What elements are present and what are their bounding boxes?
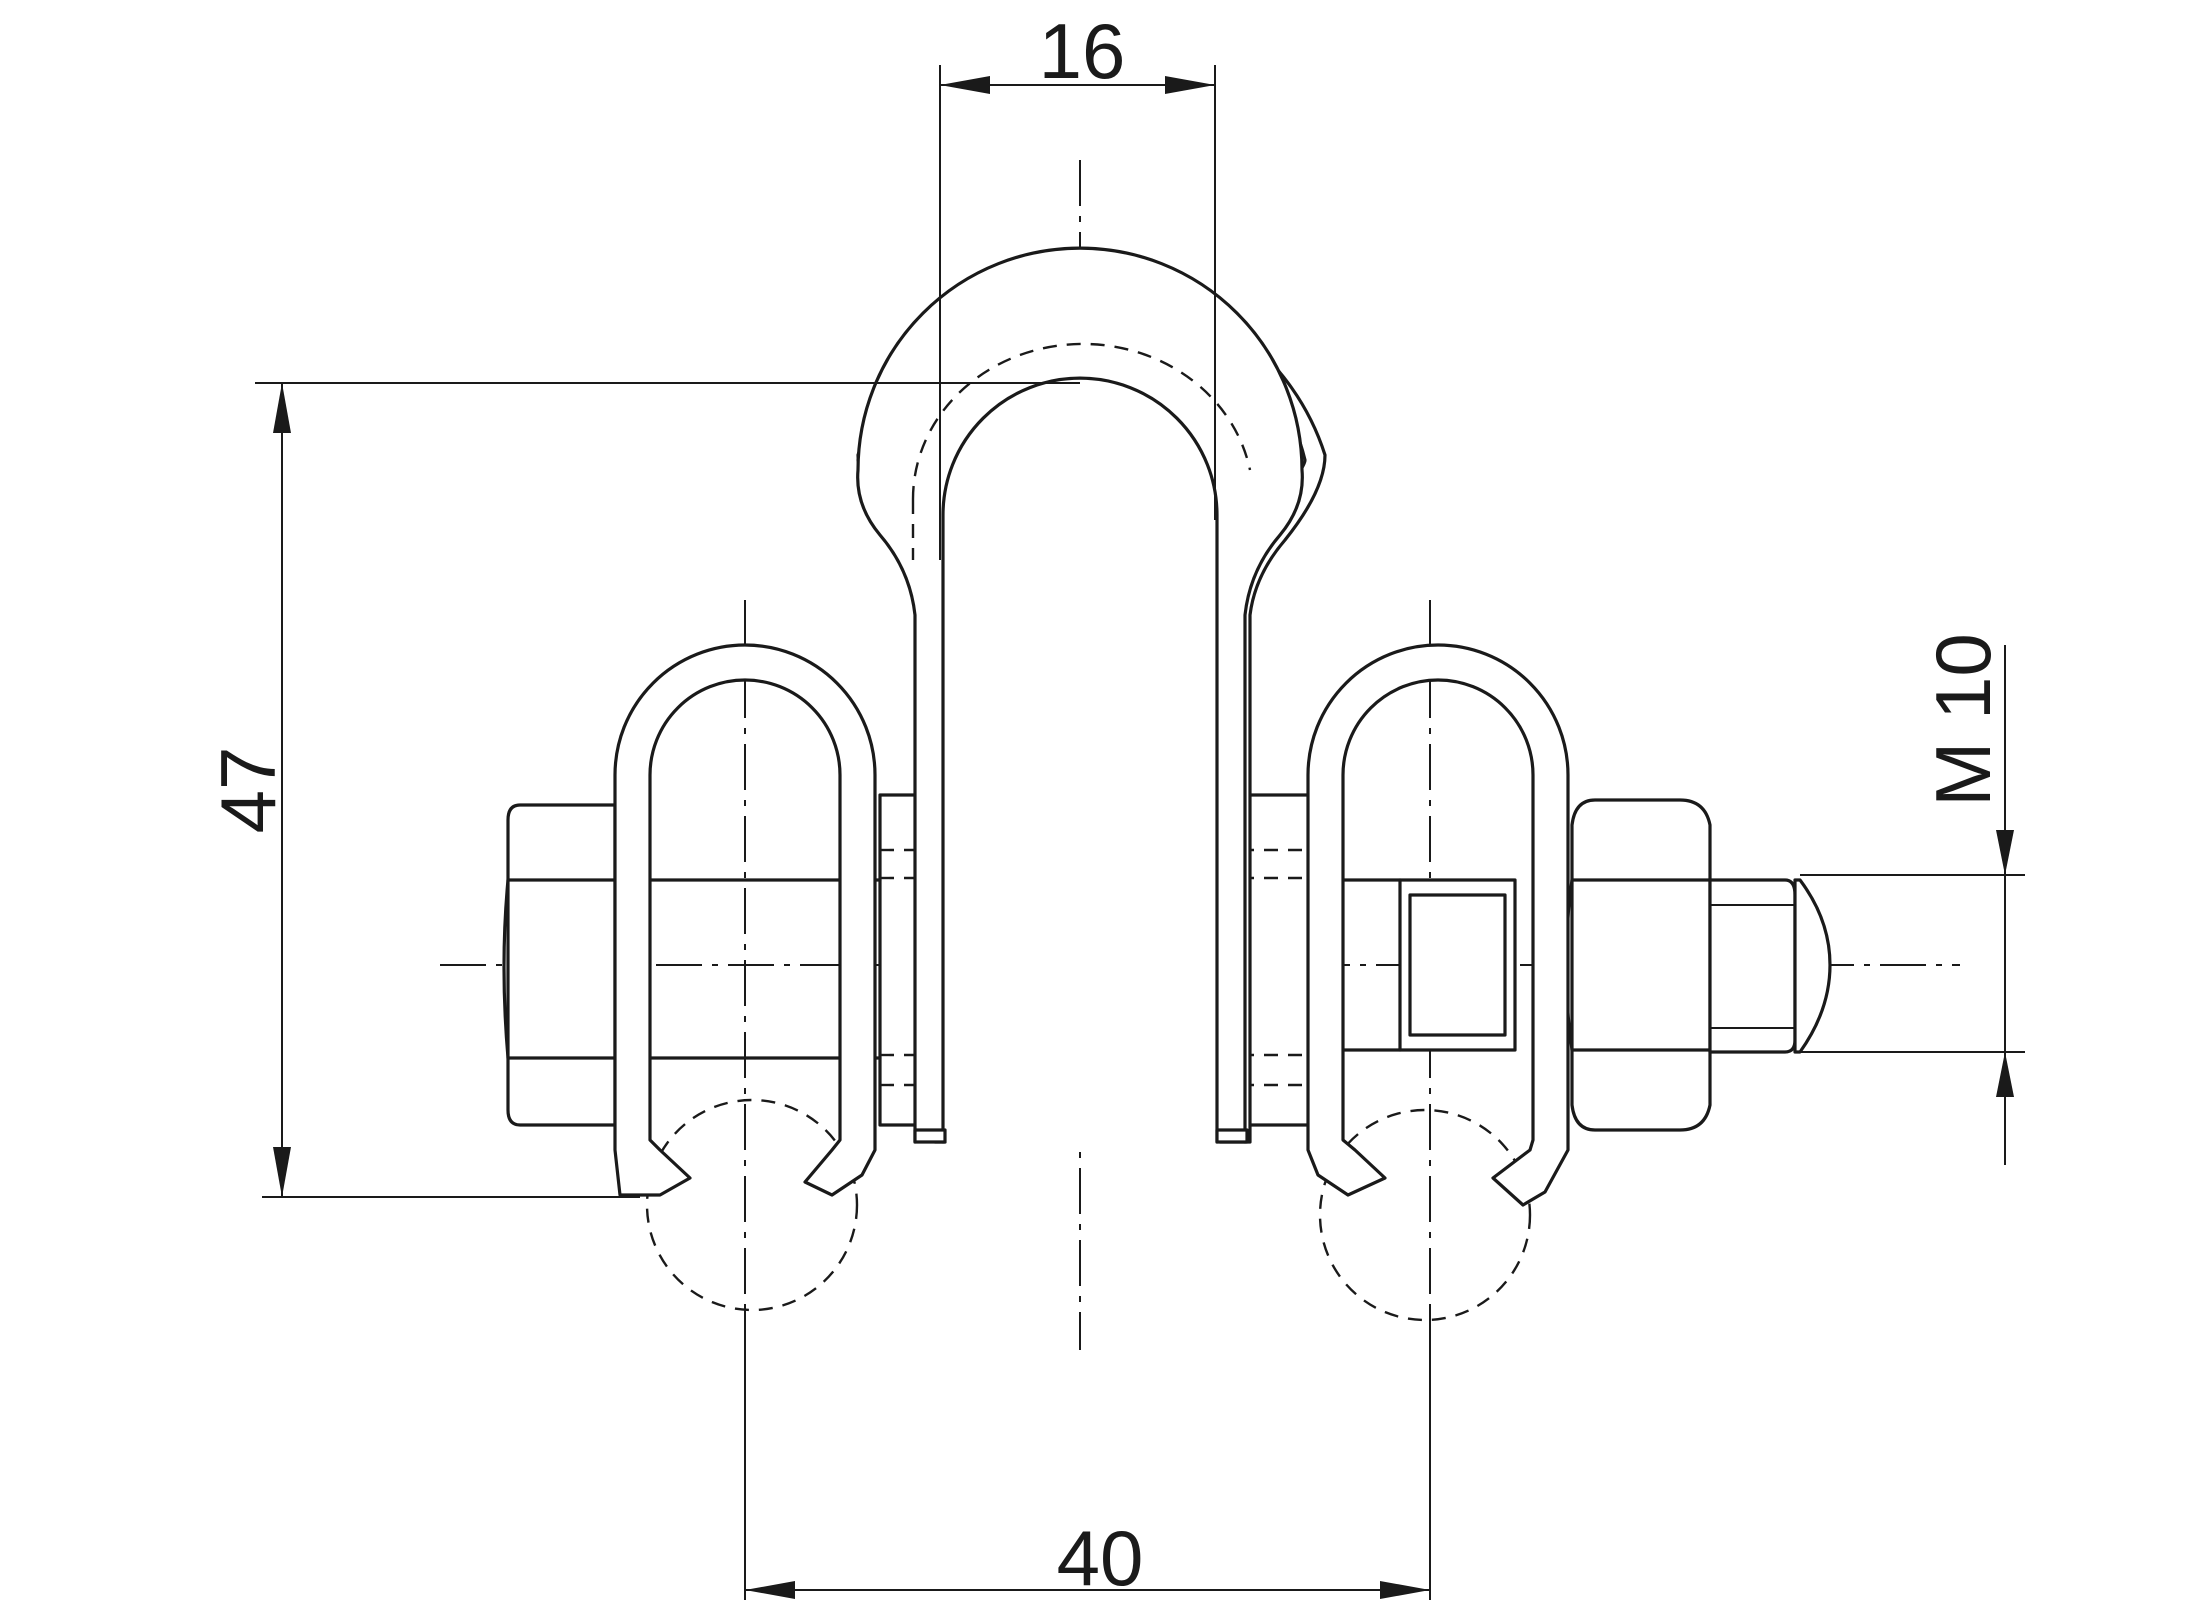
dim-thread-label: M 10 xyxy=(1919,633,2007,806)
bolt-head xyxy=(502,803,882,1127)
right-clip-outline xyxy=(1306,643,1570,1207)
right-clip xyxy=(1306,643,1570,1207)
dim-width-label: 16 xyxy=(1039,7,1126,95)
dim-spacing-label: 40 xyxy=(1057,1514,1144,1600)
nut-assembly xyxy=(1308,798,1832,1132)
saddle-inner xyxy=(941,376,1219,1144)
hex-head-outline xyxy=(506,803,617,1127)
saddle-clamp xyxy=(856,246,1327,1144)
hex-nut xyxy=(1570,798,1712,1132)
left-clip xyxy=(613,643,877,1197)
left-clip-outline xyxy=(613,643,877,1197)
bolt-tip xyxy=(1793,878,1832,1054)
left-conductor xyxy=(645,1098,859,1312)
dim-height-label: 47 xyxy=(204,747,292,834)
conductor-circles xyxy=(645,1098,1532,1322)
right-conductor xyxy=(1318,1108,1532,1322)
dimensions: 16 47 40 M 10 xyxy=(204,7,2025,1600)
